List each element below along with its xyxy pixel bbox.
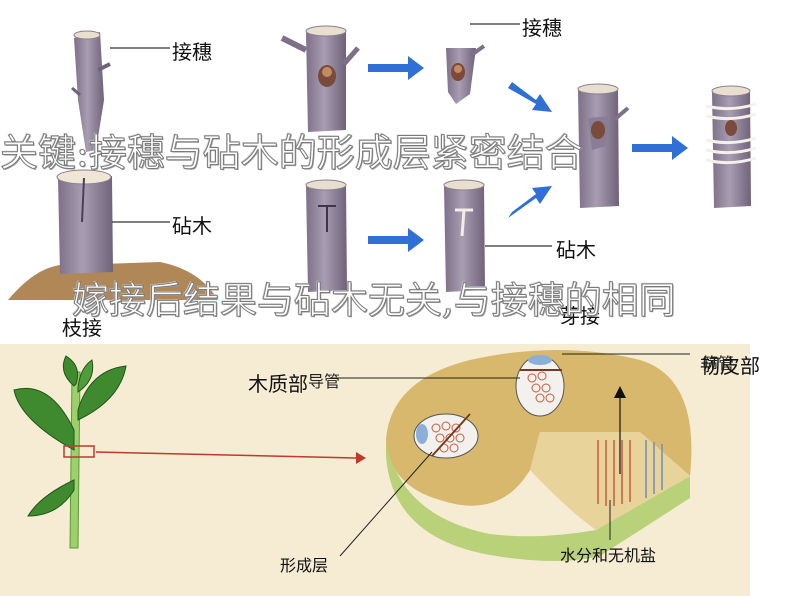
stem-top [386,350,692,506]
arrow-right-3 [632,136,688,160]
branch-graft-illustration [8,30,218,300]
arrow-down-right [508,82,552,112]
scion-wedge [74,32,104,152]
scion-top [73,30,101,40]
stem-cross-section [330,350,692,561]
arrow-right-2 [368,228,424,252]
rootstock-label-right: 砧木 [556,238,596,262]
cambium-label: 形成层 [280,556,329,575]
scion-label-right: 接穗 [522,16,562,40]
branch-graft-caption: 枝接 [62,316,102,340]
scion-label-left: 接穗 [172,40,212,64]
water-minerals-label: 水分和无机盐 [560,546,657,565]
bud-graft-illustration [280,23,757,292]
rootstock-label-left: 砧木 [172,214,212,238]
arrow-up-right [508,186,552,218]
plant-illustration [13,355,366,549]
vessel-label: 导管 [308,372,341,391]
key-point-overlay: 关键:接穗与砧木的形成层紧密结合 [0,131,583,176]
rootstock-trunk [58,176,113,274]
process-arrows [368,56,688,252]
sieve-tube-label: 筛管 [702,354,735,373]
stem-side [386,440,690,561]
phloem-label: 韧皮部 [700,354,760,378]
rootstock-split [81,177,85,223]
result-note-overlay: 嫁接后结果与砧木无关,与接穗的相同 [72,279,677,323]
stem-section-marker [63,445,95,458]
xylem-label: 木质部 [248,372,308,396]
bud-graft-caption: 芽接 [560,304,600,328]
arrow-right-1 [368,56,424,80]
